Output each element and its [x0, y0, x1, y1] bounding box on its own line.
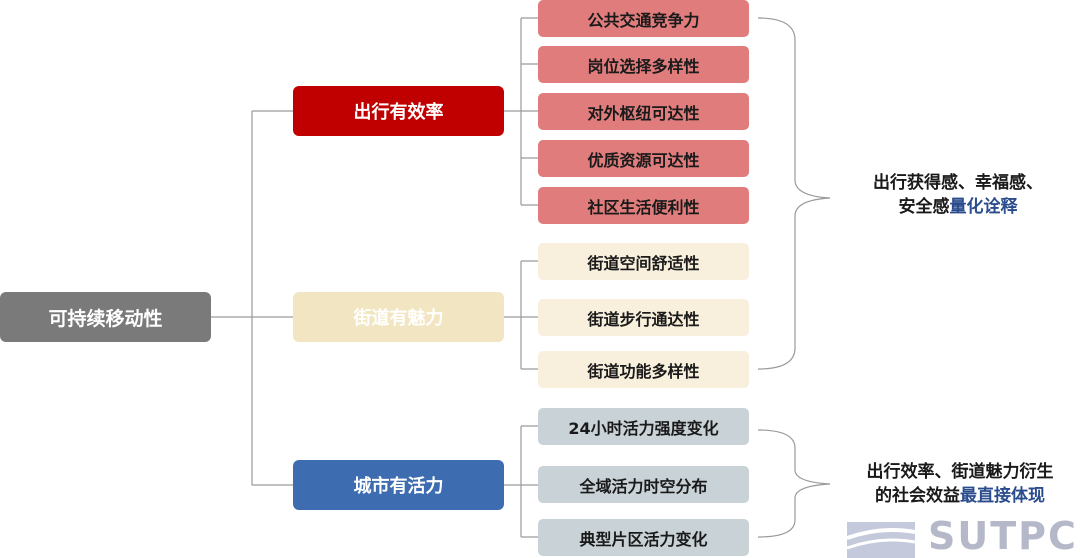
leaf-community-convenience: 社区生活便利性: [538, 187, 749, 224]
leaf-street-comfort: 街道空间舒适性: [538, 243, 749, 280]
leaf-street-walkability: 街道步行通达性: [538, 299, 749, 336]
root-node: 可持续移动性: [0, 292, 211, 342]
branch-city-vitality: 城市有活力: [293, 460, 504, 510]
leaf-resource-access: 优质资源可达性: [538, 140, 749, 177]
note-upper-plain: 安全感: [898, 197, 950, 217]
leaf-job-diversity: 岗位选择多样性: [538, 46, 749, 83]
note-lower-line2: 的社会效益最直接体现: [845, 484, 1075, 508]
note-upper-highlight: 量化诠释: [949, 197, 1018, 217]
branch-travel-efficiency: 出行有效率: [293, 86, 504, 136]
logo-text: SUTPC: [928, 514, 1078, 558]
brace-upper: [757, 17, 831, 370]
brace-lower: [757, 429, 831, 538]
leaf-hub-access: 对外枢纽可达性: [538, 93, 749, 130]
note-upper: 出行获得感、幸福感、 安全感量化诠释: [858, 171, 1058, 219]
leaf-district-vitality: 典型片区活力变化: [538, 519, 749, 556]
branch-street-charm: 街道有魅力: [293, 292, 504, 342]
note-lower: 出行效率、街道魅力衍生 的社会效益最直接体现: [845, 460, 1075, 508]
note-lower-line1: 出行效率、街道魅力衍生: [866, 462, 1054, 482]
sutpc-logo-icon: [846, 522, 916, 558]
leaf-public-transit: 公共交通竞争力: [538, 0, 749, 37]
leaf-24h-vitality: 24小时活力强度变化: [538, 408, 749, 445]
leaf-street-function: 街道功能多样性: [538, 351, 749, 388]
note-upper-line1: 出行获得感、幸福感、: [873, 173, 1043, 193]
leaf-vitality-distribution: 全域活力时空分布: [538, 466, 749, 503]
note-upper-line2: 安全感量化诠释: [858, 195, 1058, 219]
note-lower-plain: 的社会效益: [875, 486, 960, 506]
note-lower-highlight: 最直接体现: [960, 486, 1045, 506]
